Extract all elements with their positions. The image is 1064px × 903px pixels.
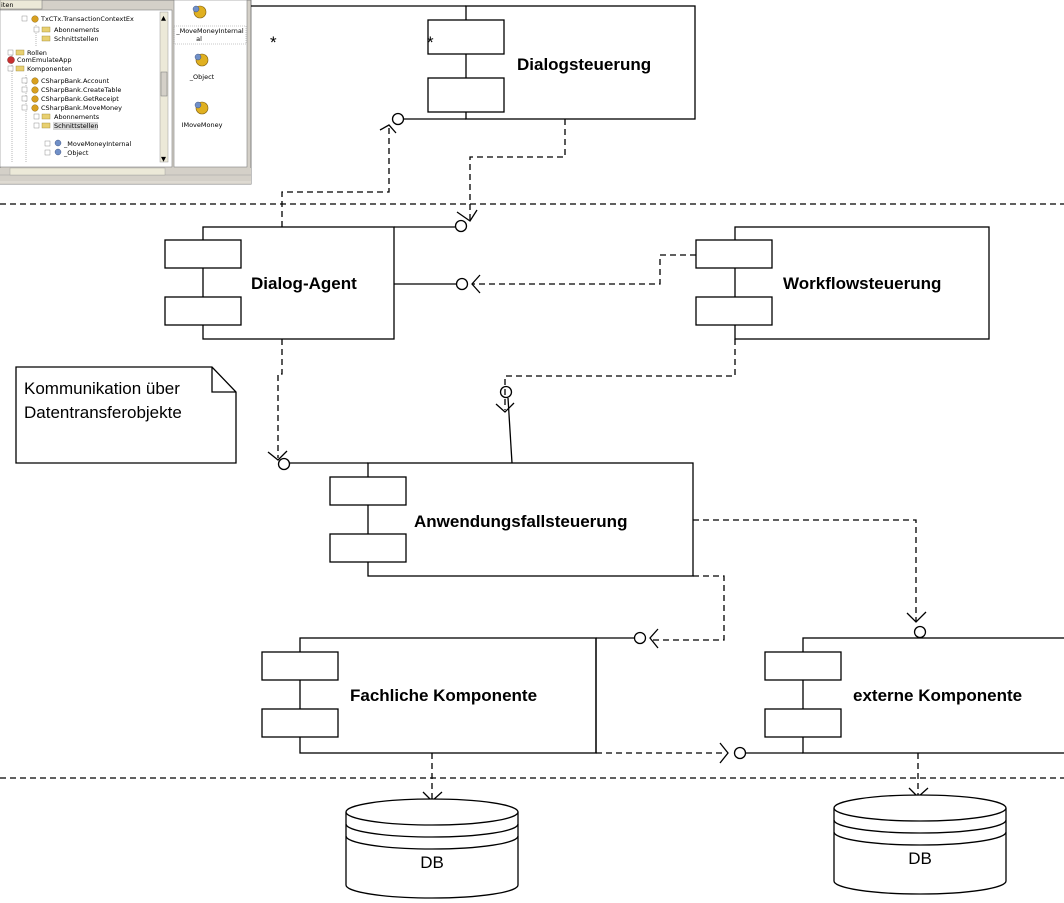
component-label: Dialogsteuerung: [517, 55, 651, 74]
connector-anwendungsfallsteuerung-to-fachliche-komponente: [596, 575, 725, 649]
svg-text:Abonnements: Abonnements: [54, 113, 100, 121]
database-icon: DB: [345, 798, 519, 899]
tree-item[interactable]: Abonnements: [33, 113, 100, 121]
connector-fachliche-to-externe-komponente: [595, 638, 803, 764]
tree-item[interactable]: CSharpBank.Account: [21, 77, 110, 85]
connector-workflowsteuerung-to-dialog-agent: [394, 254, 696, 294]
tree-item[interactable]: Komponenten: [7, 65, 72, 73]
component-label: Fachliche Komponente: [350, 686, 537, 705]
svg-text:ComEmulateApp: ComEmulateApp: [17, 56, 71, 64]
multiplicity-marker: *: [427, 33, 434, 52]
svg-text:_MoveMoneyInternal: _MoveMoneyInternal: [63, 140, 131, 148]
connector-fachliche-to-db: [422, 753, 443, 802]
tree-item[interactable]: ComEmulateApp: [7, 56, 72, 64]
interface-icon[interactable]: IMoveMoney: [182, 101, 223, 129]
component-label: Anwendungsfallsteuerung: [414, 512, 627, 531]
svg-text:Rollen: Rollen: [27, 49, 47, 57]
database-label: DB: [420, 853, 444, 872]
connector-workflowsteuerung-to-anwendungsfallsteuerung: [495, 339, 736, 464]
database-label: DB: [908, 849, 932, 868]
tree-item[interactable]: _Object: [44, 148, 89, 157]
note-line: Kommunikation über: [24, 379, 180, 398]
component-label: Dialog-Agent: [251, 274, 357, 293]
interface-icon-label: _MoveMoneyInternal: [175, 27, 243, 35]
tree-item-selected[interactable]: Schnittstellen: [33, 122, 99, 130]
component-workflowsteuerung: Workflowsteuerung: [695, 226, 990, 340]
tree-item[interactable]: CSharpBank.GetReceipt: [21, 95, 119, 103]
svg-text:CSharpBank.CreateTable: CSharpBank.CreateTable: [41, 86, 121, 94]
svg-text:TxCTx.TransactionContextEx: TxCTx.TransactionContextEx: [40, 15, 134, 23]
tree-item[interactable]: CSharpBank.MoveMoney: [21, 104, 122, 112]
connector-externe-to-db: [908, 753, 929, 798]
svg-text:CSharpBank.GetReceipt: CSharpBank.GetReceipt: [41, 95, 119, 103]
multiplicity-marker: *: [270, 33, 277, 52]
database-icon: DB: [833, 794, 1007, 895]
component-dialogsteuerung: Dialogsteuerung: [427, 5, 696, 120]
svg-text:Schnittstellen: Schnittstellen: [54, 35, 99, 43]
interface-icon[interactable]: _MoveMoneyInternal al: [173, 5, 247, 45]
component-dialog-agent: Dialog-Agent: [164, 226, 395, 340]
svg-text:Komponenten: Komponenten: [27, 65, 72, 73]
interface-icon[interactable]: _Object: [189, 53, 215, 81]
svg-text:Abonnements: Abonnements: [54, 26, 100, 34]
tree-item[interactable]: Schnittstellen: [41, 35, 99, 43]
tree-item[interactable]: _MoveMoneyInternal: [44, 139, 131, 148]
connector-dialog-agent-to-dialogsteuerung: [394, 119, 566, 233]
tree-item[interactable]: Abonnements: [33, 26, 100, 34]
svg-text:Schnittstellen: Schnittstellen: [54, 122, 99, 130]
scroll-down-arrow[interactable]: ▼: [161, 155, 166, 163]
connector-anwendungsfallsteuerung-to-externe-komponente: [693, 519, 927, 639]
tree-item[interactable]: CSharpBank.CreateTable: [21, 86, 121, 94]
svg-text:_Object: _Object: [63, 149, 89, 157]
component-label: Workflowsteuerung: [783, 274, 941, 293]
screenshot-tab-label[interactable]: iten: [1, 1, 13, 9]
tree-item[interactable]: TxCTx.TransactionContextEx: [21, 15, 134, 23]
svg-text:CSharpBank.MoveMoney: CSharpBank.MoveMoney: [41, 104, 122, 112]
interface-icon-label: _Object: [189, 73, 215, 81]
component-label: externe Komponente: [853, 686, 1022, 705]
connector-dialog-agent-to-anwendungsfallsteuerung: [267, 339, 368, 471]
connector-dialogsteuerung-to-dialog-agent: [281, 112, 466, 227]
note: Kommunikation über Datentransferobjekte: [15, 366, 237, 464]
component-fachliche-komponente: Fachliche Komponente: [261, 637, 597, 754]
component-externe-komponente: externe Komponente: [764, 637, 1064, 754]
interface-icon-label: IMoveMoney: [182, 121, 223, 129]
component-anwendungsfallsteuerung: Anwendungsfallsteuerung: [329, 462, 694, 577]
tree-item[interactable]: Rollen: [7, 49, 47, 57]
note-line: Datentransferobjekte: [24, 403, 182, 422]
embedded-screenshot: iten ▲ ▼ TxCTx.TransactionContextEx Abon…: [0, 0, 252, 185]
svg-text:al: al: [196, 35, 202, 43]
svg-text:CSharpBank.Account: CSharpBank.Account: [41, 77, 110, 85]
scroll-up-arrow[interactable]: ▲: [161, 14, 166, 22]
